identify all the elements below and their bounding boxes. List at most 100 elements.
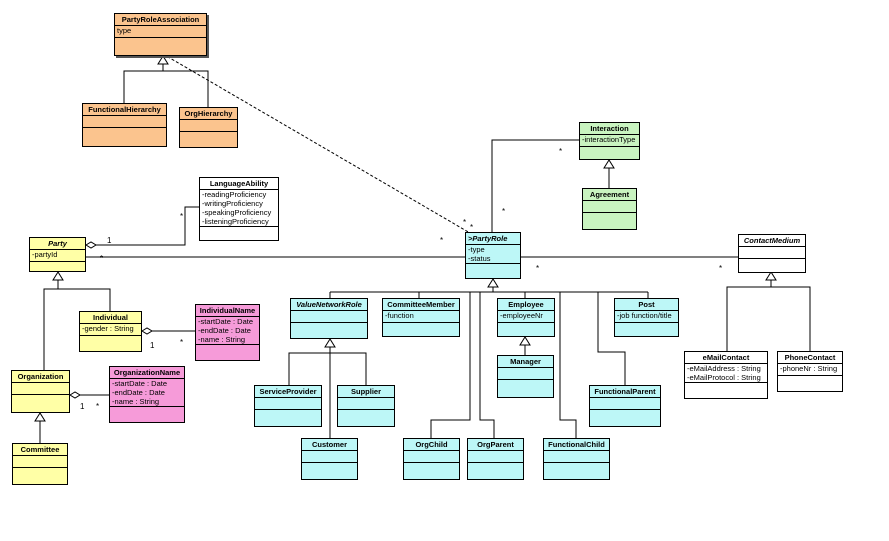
- class-name: Supplier: [338, 386, 394, 398]
- class-name: ContactMedium: [739, 235, 805, 247]
- class-attributes: -phoneNr : String: [778, 364, 842, 376]
- class-attributes: [83, 116, 166, 128]
- class-operations: [615, 323, 678, 331]
- class-organization-name[interactable]: OrganizationName -startDate : Date -endD…: [109, 366, 185, 423]
- attribute: -endDate : Date: [198, 326, 251, 335]
- class-org-hierarchy[interactable]: OrgHierarchy: [179, 107, 238, 148]
- class-operations: [590, 410, 660, 418]
- class-operations: [778, 376, 842, 384]
- class-name: Interaction: [580, 123, 639, 135]
- class-committee[interactable]: Committee: [12, 443, 68, 485]
- class-operations: [80, 336, 141, 344]
- attribute: -partyId: [32, 250, 58, 259]
- class-attributes: [180, 120, 237, 132]
- class-attributes: -function: [383, 311, 459, 323]
- class-name: Manager: [498, 356, 553, 368]
- class-service-provider[interactable]: ServiceProvider: [254, 385, 322, 427]
- multiplicity-label: *: [463, 218, 467, 227]
- class-name: IndividualName: [196, 305, 259, 317]
- class-attributes: -employeeNr: [498, 311, 554, 323]
- class-email-contact[interactable]: eMailContact -eMailAddress : String -eMa…: [684, 351, 768, 399]
- class-name: Post: [615, 299, 678, 311]
- class-employee[interactable]: Employee -employeeNr: [497, 298, 555, 337]
- class-organization[interactable]: Organization: [11, 370, 70, 413]
- class-functional-parent[interactable]: FunctionalParent: [589, 385, 661, 427]
- class-attributes: -partyId: [30, 250, 85, 262]
- aggregation-party-language: [85, 241, 97, 249]
- class-attributes: -startDate : Date -endDate : Date -name …: [196, 317, 259, 345]
- class-operations: [180, 132, 237, 140]
- multiplicity-label: *: [96, 402, 100, 411]
- class-supplier[interactable]: Supplier: [337, 385, 395, 427]
- class-name: OrgHierarchy: [180, 108, 237, 120]
- class-name: Committee: [13, 444, 67, 456]
- class-individual[interactable]: Individual -gender : String: [79, 311, 142, 352]
- class-operations: [12, 395, 69, 403]
- multiplicity-label: *: [100, 254, 104, 263]
- multiplicity-label: *: [180, 338, 184, 347]
- attribute: -speakingProficiency: [202, 208, 272, 217]
- class-name: OrgParent: [468, 439, 523, 451]
- class-attributes: [468, 451, 523, 463]
- class-attributes: [291, 311, 367, 323]
- multiplicity-label: 1: [80, 402, 85, 411]
- class-operations: [383, 323, 459, 331]
- class-language-ability[interactable]: LanguageAbility -readingProficiency -wri…: [199, 177, 279, 241]
- gen-line-contact-children: [726, 286, 811, 351]
- class-operations: [302, 463, 357, 471]
- class-attributes: [338, 398, 394, 410]
- class-attributes: [590, 398, 660, 410]
- gen-line-individual: [58, 288, 111, 311]
- aggregation-individual-name: [141, 327, 153, 335]
- multiplicity-label: *: [440, 236, 444, 245]
- class-org-child[interactable]: OrgChild: [403, 438, 460, 480]
- gen-line-party-children: [43, 280, 59, 370]
- attribute: -endDate : Date: [112, 388, 165, 397]
- multiplicity-label: 1: [150, 341, 155, 350]
- class-party-role-association[interactable]: PartyRoleAssociation type: [114, 13, 207, 56]
- multiplicity-label: *: [502, 207, 506, 216]
- class-attributes: [302, 451, 357, 463]
- class-manager[interactable]: Manager: [497, 355, 554, 398]
- class-phone-contact[interactable]: PhoneContact -phoneNr : String: [777, 351, 843, 392]
- attribute: -startDate : Date: [112, 379, 168, 388]
- gen-line-orgchild: [430, 292, 471, 438]
- class-attributes: -job function/title: [615, 311, 678, 323]
- class-interaction[interactable]: Interaction -interactionType: [579, 122, 640, 160]
- class-name: OrgChild: [404, 439, 459, 451]
- class-party-role[interactable]: >PartyRole -type -status: [465, 232, 521, 279]
- class-operations: [110, 407, 184, 415]
- class-functional-hierarchy[interactable]: FunctionalHierarchy: [82, 103, 167, 147]
- gen-arrow-valuenetworkrole: [324, 338, 336, 348]
- multiplicity-label: *: [559, 147, 563, 156]
- attribute: -employeeNr: [500, 311, 543, 320]
- class-operations: [291, 323, 367, 331]
- class-name: ValueNetworkRole: [291, 299, 367, 311]
- class-attributes: [404, 451, 459, 463]
- class-attributes: -eMailAddress : String -eMailProtocol : …: [685, 364, 767, 383]
- class-party[interactable]: Party -partyId: [29, 237, 86, 272]
- class-org-parent[interactable]: OrgParent: [467, 438, 524, 480]
- class-committee-member[interactable]: CommitteeMember -function: [382, 298, 460, 337]
- class-agreement[interactable]: Agreement: [582, 188, 637, 230]
- class-name: CommitteeMember: [383, 299, 459, 311]
- gen-arrow-interaction: [603, 159, 615, 169]
- attribute: -job function/title: [617, 311, 672, 320]
- class-name: PhoneContact: [778, 352, 842, 364]
- class-post[interactable]: Post -job function/title: [614, 298, 679, 337]
- class-name: PartyRoleAssociation: [115, 14, 206, 26]
- class-individual-name[interactable]: IndividualName -startDate : Date -endDat…: [195, 304, 260, 361]
- class-operations: [466, 264, 520, 272]
- attribute: -eMailAddress : String: [687, 364, 761, 373]
- attribute: -type: [468, 245, 485, 254]
- class-value-network-role[interactable]: ValueNetworkRole: [290, 298, 368, 339]
- attribute: -name : String: [198, 335, 246, 344]
- class-operations: [200, 227, 278, 235]
- class-attributes: [13, 456, 67, 468]
- class-operations: [196, 345, 259, 353]
- class-contact-medium[interactable]: ContactMedium: [738, 234, 806, 273]
- class-name: Agreement: [583, 189, 636, 201]
- class-name: eMailContact: [685, 352, 767, 364]
- class-customer[interactable]: Customer: [301, 438, 358, 480]
- class-functional-child[interactable]: FunctionalChild: [543, 438, 610, 480]
